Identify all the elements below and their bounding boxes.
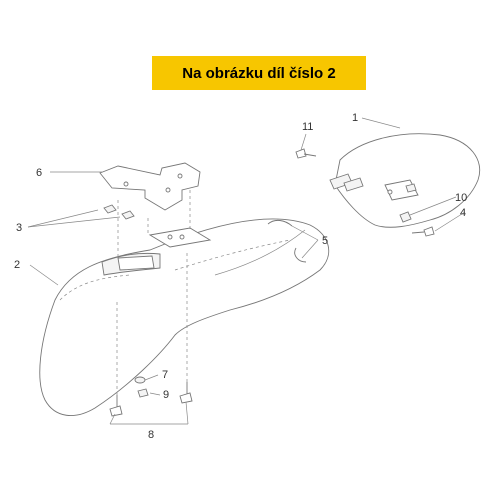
part-11-screw[interactable] <box>295 148 317 159</box>
part-3-nuts[interactable] <box>103 204 135 220</box>
callout-labels: 1 2 3 4 5 6 7 8 9 10 11 <box>14 112 467 441</box>
callout-9: 9 <box>163 389 169 401</box>
callout-10: 10 <box>455 192 467 204</box>
callout-11: 11 <box>302 121 313 133</box>
callout-3: 3 <box>16 222 22 234</box>
title-banner: Na obrázku díl číslo 2 <box>152 56 366 90</box>
part-5-clips[interactable] <box>267 219 307 263</box>
callout-8: 8 <box>148 429 154 441</box>
part-9-nut[interactable] <box>137 388 149 398</box>
part-7-washer[interactable] <box>134 376 146 384</box>
callout-4: 4 <box>460 207 466 219</box>
part-6-bracket[interactable] <box>99 162 201 211</box>
callout-7: 7 <box>162 369 168 381</box>
callout-1: 1 <box>352 112 358 124</box>
leader-lines <box>27 117 466 425</box>
callout-6: 6 <box>36 167 42 179</box>
part-2-fender[interactable] <box>39 218 330 416</box>
bracket-projection <box>117 190 212 260</box>
part-8-screws[interactable] <box>109 250 193 417</box>
callout-2: 2 <box>14 259 20 271</box>
callout-5: 5 <box>322 235 328 247</box>
part-4-screw[interactable] <box>411 226 435 237</box>
part-10-nut[interactable] <box>399 211 412 223</box>
title-text: Na obrázku díl číslo 2 <box>182 64 336 82</box>
part-1-cover[interactable] <box>329 133 480 228</box>
